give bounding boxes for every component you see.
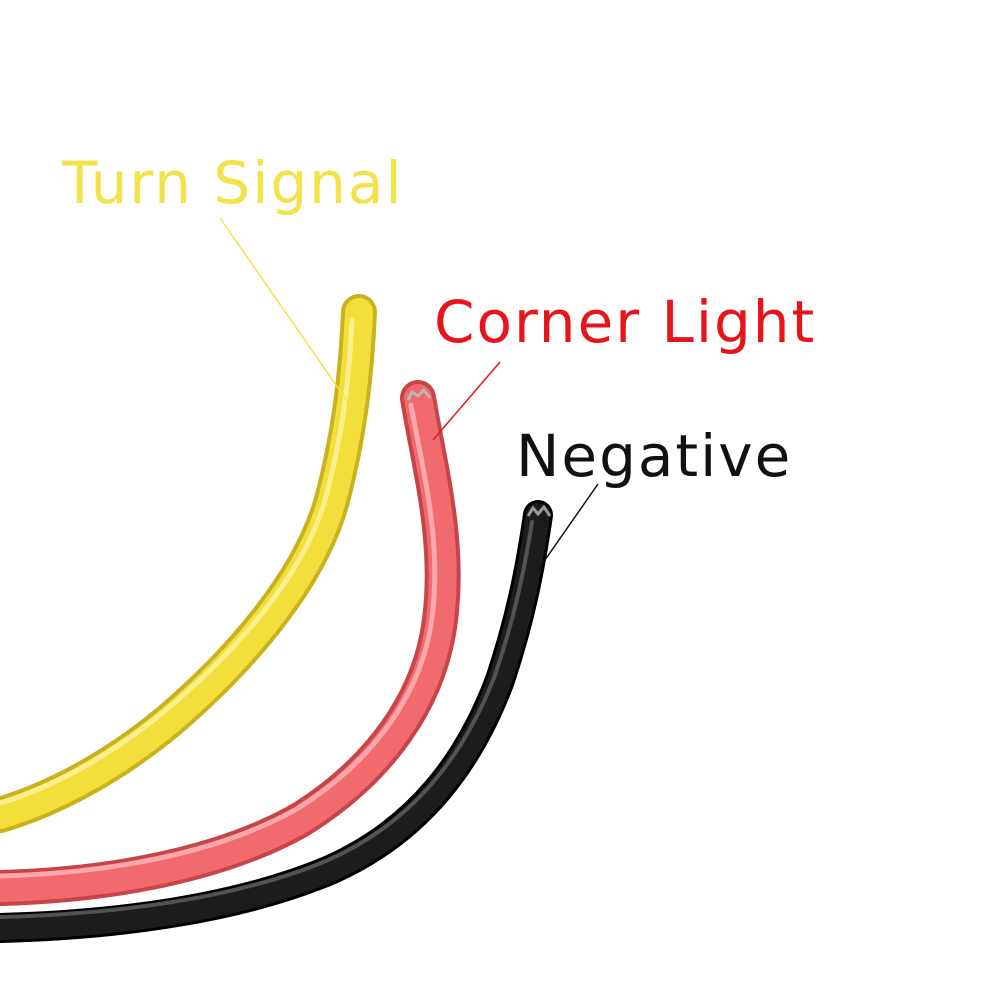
corner-light-wire-body — [0, 384, 457, 902]
corner-light-wire-shade — [0, 380, 461, 906]
negative-label: Negative — [516, 422, 792, 490]
turn-signal-wire — [0, 294, 377, 833]
turn-signal-wire-body — [0, 298, 373, 829]
corner-light-wire — [0, 380, 461, 906]
turn-signal-leader-line — [219, 217, 353, 409]
corner-light-wire-tip — [406, 387, 432, 401]
turn-signal-wire-highlight — [0, 317, 355, 806]
negative-wire-body — [0, 503, 550, 940]
negative-wire-highlight — [0, 520, 534, 919]
negative-wire — [0, 500, 553, 943]
corner-light-wire-highlight — [0, 402, 438, 879]
turn-signal-label: Turn Signal — [61, 149, 404, 217]
corner-light-leader-line — [432, 361, 501, 441]
negative-wire-tip — [526, 504, 552, 517]
corner-light-label: Corner Light — [434, 288, 816, 356]
negative-leader-line — [537, 483, 599, 571]
